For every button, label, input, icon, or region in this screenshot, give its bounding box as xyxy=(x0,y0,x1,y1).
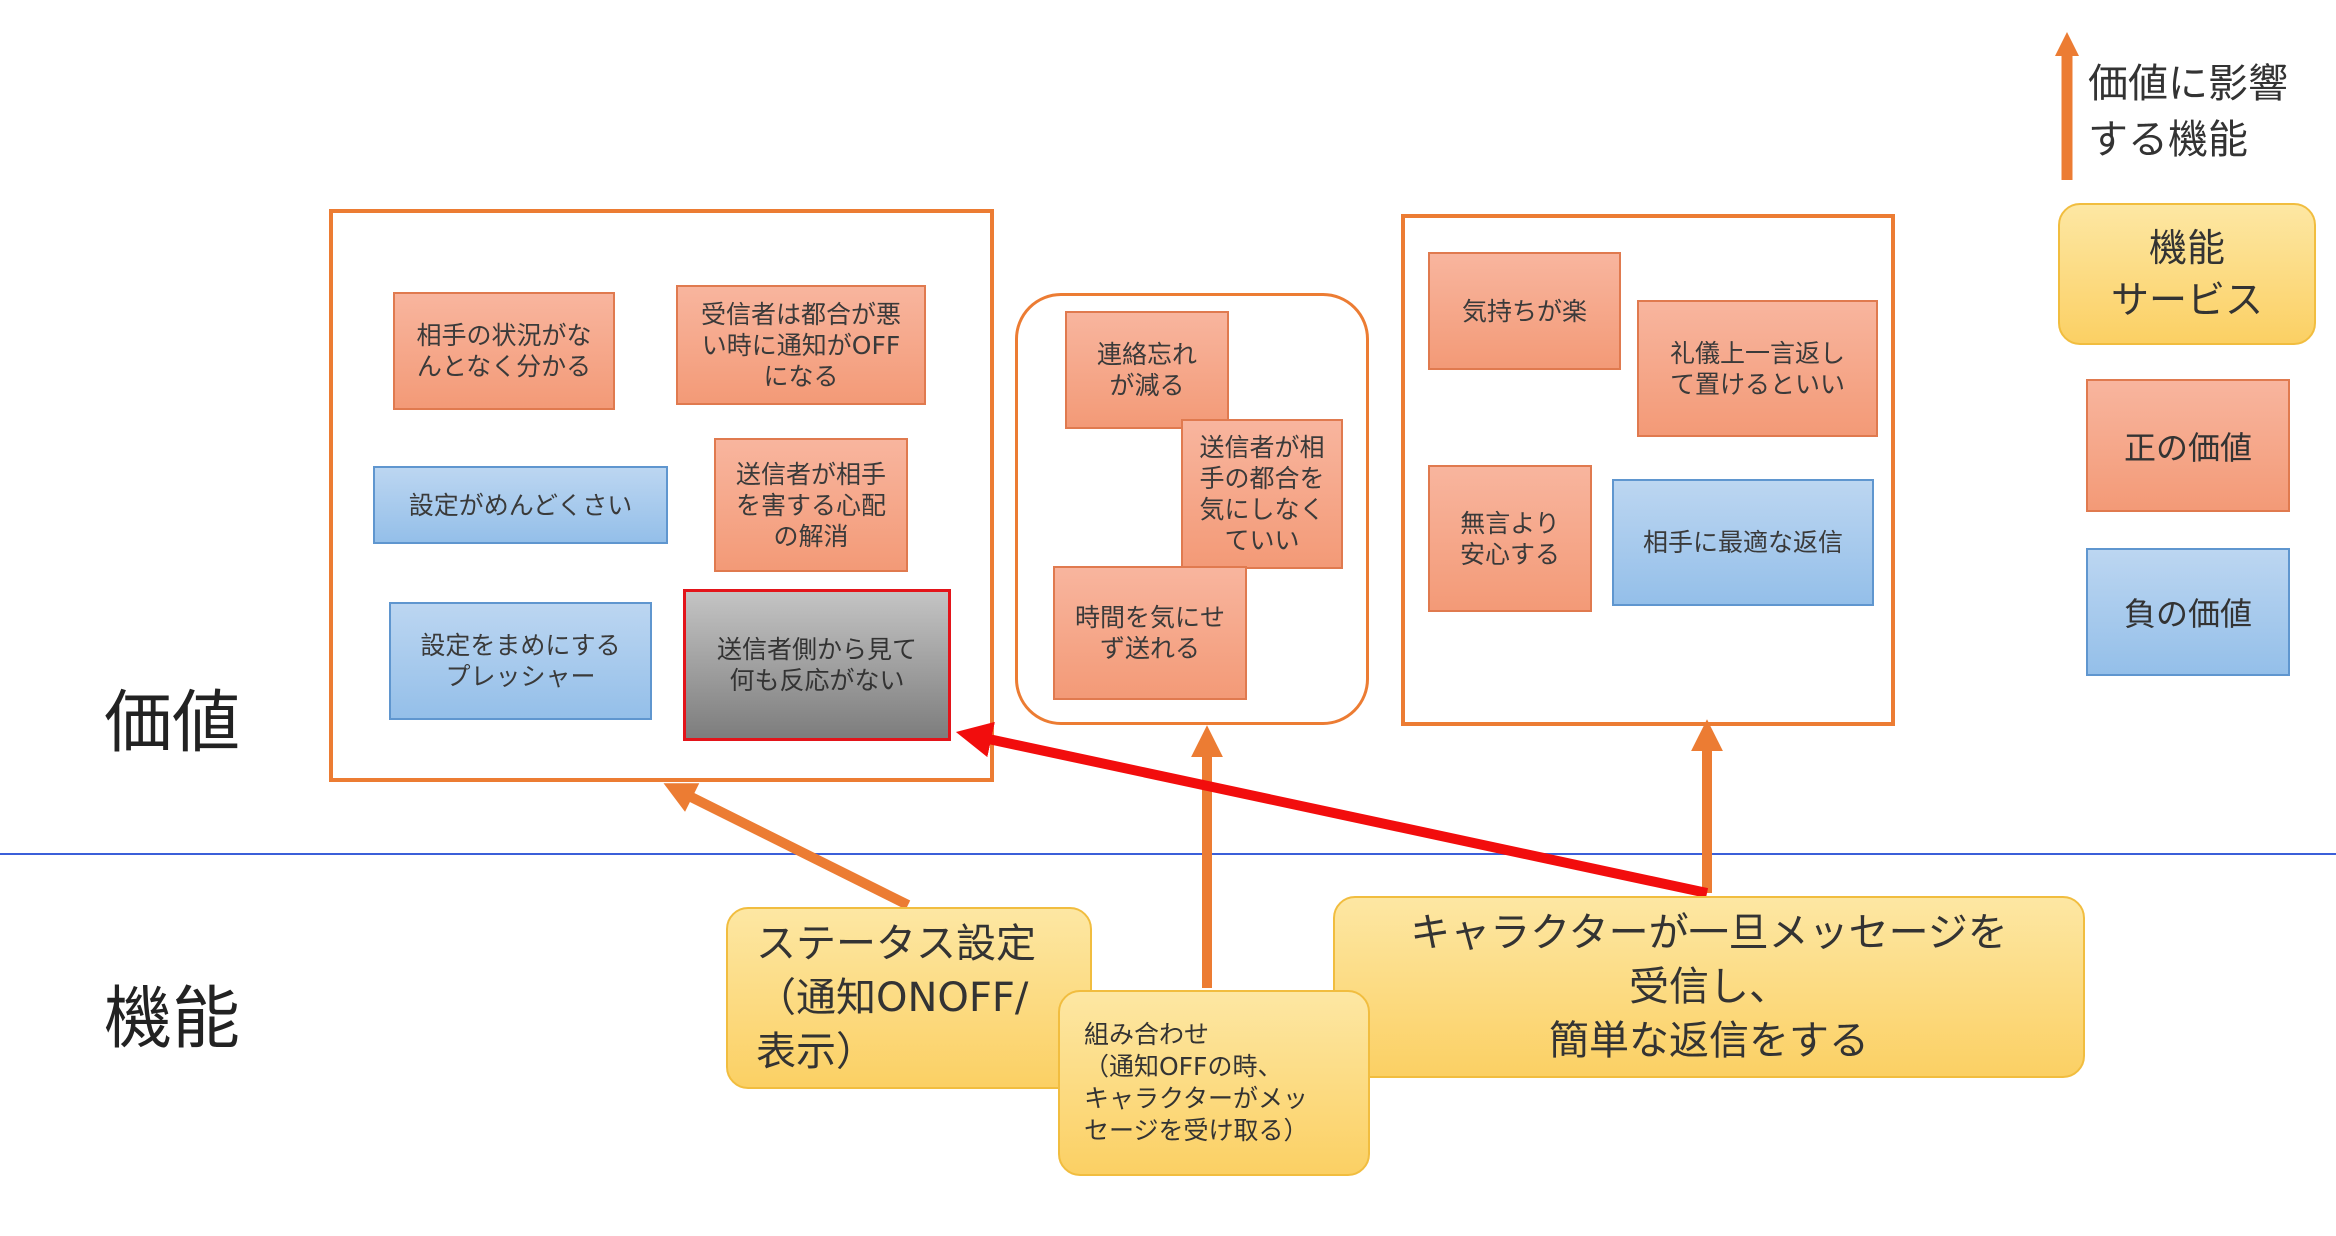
divider-line xyxy=(0,853,2336,855)
group-middle-frame xyxy=(1015,293,1369,725)
value-item: 設定をまめにする プレッシャー xyxy=(389,602,652,720)
feature-character-reply: キャラクターが一旦メッセージを 受信し、 簡単な返信をする xyxy=(1333,896,2085,1078)
row-label-feature: 機能 xyxy=(104,980,241,1059)
value-item: 礼儀上一言返し て置けるといい xyxy=(1637,300,1878,437)
value-item: 気持ちが楽 xyxy=(1428,252,1621,370)
value-item: 設定がめんどくさい xyxy=(373,466,668,544)
value-item: 送信者が相 手の都合を 気にしなく ていい xyxy=(1181,419,1343,569)
value-item: 時間を気にせ ず送れる xyxy=(1053,566,1247,700)
value-item: 無言より 安心する xyxy=(1428,465,1592,612)
arrow-status-to-left xyxy=(663,783,911,910)
legend-feature: 機能 サービス xyxy=(2058,203,2316,345)
value-item: 相手の状況がな んとなく分かる xyxy=(393,292,615,410)
legend-arrow-icon xyxy=(2052,30,2082,180)
feature-combination: 組み合わせ （通知OFFの時、 キャラクターがメッ セージを受け取る） xyxy=(1058,990,1370,1176)
group-right-frame xyxy=(1401,214,1895,726)
legend-negative: 負の価値 xyxy=(2086,548,2290,676)
value-item: 送信者が相手 を害する心配 の解消 xyxy=(714,438,908,572)
value-item: 連絡忘れ が減る xyxy=(1065,311,1229,429)
value-item: 受信者は都合が悪 い時に通知がOFF になる xyxy=(676,285,926,405)
row-label-value: 価値 xyxy=(104,684,241,763)
value-item: 相手に最適な返信 xyxy=(1612,479,1874,606)
group-left-frame xyxy=(329,209,994,782)
arrow-character-to-no-response xyxy=(955,721,1709,898)
value-item-highlighted: 送信者側から見て 何も反応がない xyxy=(683,589,951,741)
feature-status-setting: ステータス設定 （通知ONOFF/ 表示） xyxy=(726,907,1092,1089)
legend-arrow-label: 価値に影響 する機能 xyxy=(2088,61,2288,163)
legend-positive: 正の価値 xyxy=(2086,379,2290,512)
